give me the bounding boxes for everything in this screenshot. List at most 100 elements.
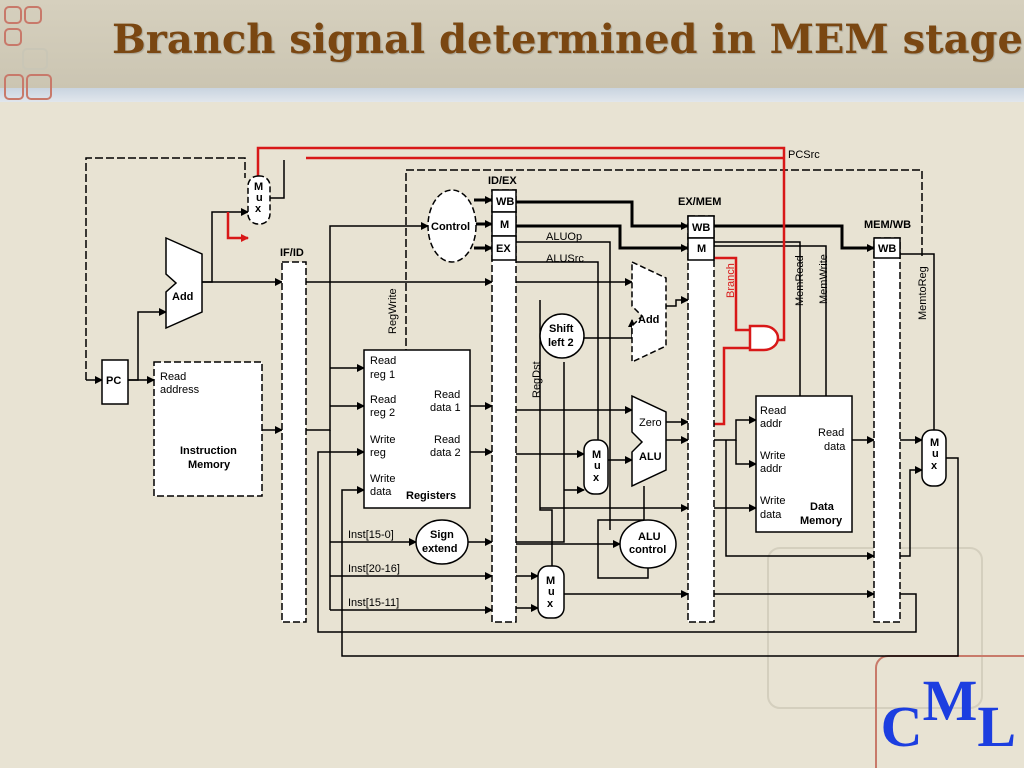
pcsrc-red-line [256,146,786,342]
alu-control-unit [619,519,677,569]
pc-mux-label-1: M [254,181,263,193]
dmem-read-addr-label-1: Read [760,405,786,417]
ex-mem-wb-label: WB [692,222,710,234]
write-reg-label-2: reg [370,447,386,459]
aluop-label: ALUOp [546,231,582,243]
read-data1-label-2: data 1 [430,402,461,414]
alu-label: ALU [639,451,662,463]
pc-plus4-line [270,160,285,199]
mem-wb-register [873,237,901,623]
shift-left-label-1: Shift [549,323,574,335]
title-rule [0,88,1024,102]
ex-mem-label: EX/MEM [678,196,721,208]
read-reg1-label-2: reg 1 [370,369,395,381]
control-label: Control [431,221,470,233]
pc-adder-label: Add [172,291,193,303]
shift-left-label-2: left 2 [548,337,574,349]
alusrc-line [516,261,599,440]
read-data2-label-1: Read [434,434,460,446]
writeback-data-line [341,457,959,657]
cml-logo: CML [880,668,1016,760]
read-data1-label-1: Read [434,389,460,401]
alusrc-mux [583,439,609,495]
alu-control-line [597,486,649,579]
corner-decoration [26,74,52,100]
write-data-label-1: Write [370,473,395,485]
alusrc-mux-label-2: u [594,460,601,472]
mem-wb-wb-label: WB [878,243,896,255]
id-ex-m-field [491,211,517,237]
inst20-16-label: Inst[20-16] [348,563,400,575]
branch-path [226,146,786,426]
zero-label: Zero [639,417,662,429]
branch-signal-red-line [714,256,750,332]
ex-mem-m-field [687,237,715,261]
write-reg-label-1: Write [370,434,395,446]
pcsrc-control-line [85,157,246,380]
shift-left-unit [539,313,585,359]
imem-read-label-1: Read [160,371,186,383]
regdst-line [539,300,553,566]
read-data2-label-2: data 2 [430,447,461,459]
sign-to-shift-line [516,362,565,543]
pc-mux [247,175,271,225]
memwrite-label: MemWrite [818,254,830,304]
registers-label: Registers [406,490,456,502]
memwb-to-mux2-line [900,466,923,557]
alu-result-to-memwb-line [725,440,875,560]
addr-to-dmem-write-line [735,440,757,468]
alusrc-mux-label-1: M [592,449,601,461]
inst15-0-label: Inst[15-0] [348,529,394,541]
inst-bus-line [306,222,429,431]
sign-extend-label-1: Sign [430,529,454,541]
branch-adder-label: Add [638,314,659,326]
pc-mux-label-3: x [255,203,262,215]
register-fields [491,189,901,261]
if-id-label: IF/ID [280,247,304,259]
memtoreg-mux [921,429,947,487]
pc-label: PC [106,375,121,387]
id-ex-label: ID/EX [488,175,517,187]
dmem-read-addr-label-2: addr [760,418,782,430]
dmem-write-addr-label-2: addr [760,463,782,475]
regdst-mux-label-2: u [548,586,555,598]
regdst-label: RegDst [531,361,543,398]
register-file [363,349,471,509]
wb-to-exmem-line [516,200,689,230]
regdst-mux [537,565,565,619]
title-bar [0,0,1024,88]
branch-adder [631,260,667,364]
and-gate [748,324,780,352]
branch-label: Branch [725,263,737,298]
alu-control-label-2: control [629,544,666,556]
pcsrc-label: PCSrc [788,149,820,161]
logo-m: M [922,668,978,733]
dmem-write-data-label-2: data [760,509,782,521]
read-reg1-label-1: Read [370,355,396,367]
corner-decoration [22,48,48,70]
if-id-register [281,261,307,623]
ex-mem-register [687,215,715,623]
zero-red-line [714,346,750,426]
id-ex-register [491,189,517,623]
pc-adder [165,236,203,330]
inst15-11-label: Inst[15-11] [348,597,399,609]
alu-unit [631,394,667,488]
memread-label: MemRead [794,255,806,306]
data-memory [755,395,853,533]
mux-in-red-line [226,212,249,242]
addr-to-dmem-line [714,416,757,441]
memread-line [714,241,801,420]
logo-c: C [880,694,923,759]
memtoreg-line [900,253,935,430]
regdst-mux-label-1: M [546,575,555,587]
regwrite-label: RegWrite [387,288,399,334]
wb-to-memwb-line [714,224,875,252]
instruction-memory [153,361,263,497]
memtoreg-mux-label-3: x [931,460,938,472]
id-ex-wb-label: WB [496,196,514,208]
sign-extend-unit [415,519,469,565]
regwrite-control-line [405,169,923,350]
add-out-line [202,208,249,283]
write-data-label-2: data [370,486,392,498]
